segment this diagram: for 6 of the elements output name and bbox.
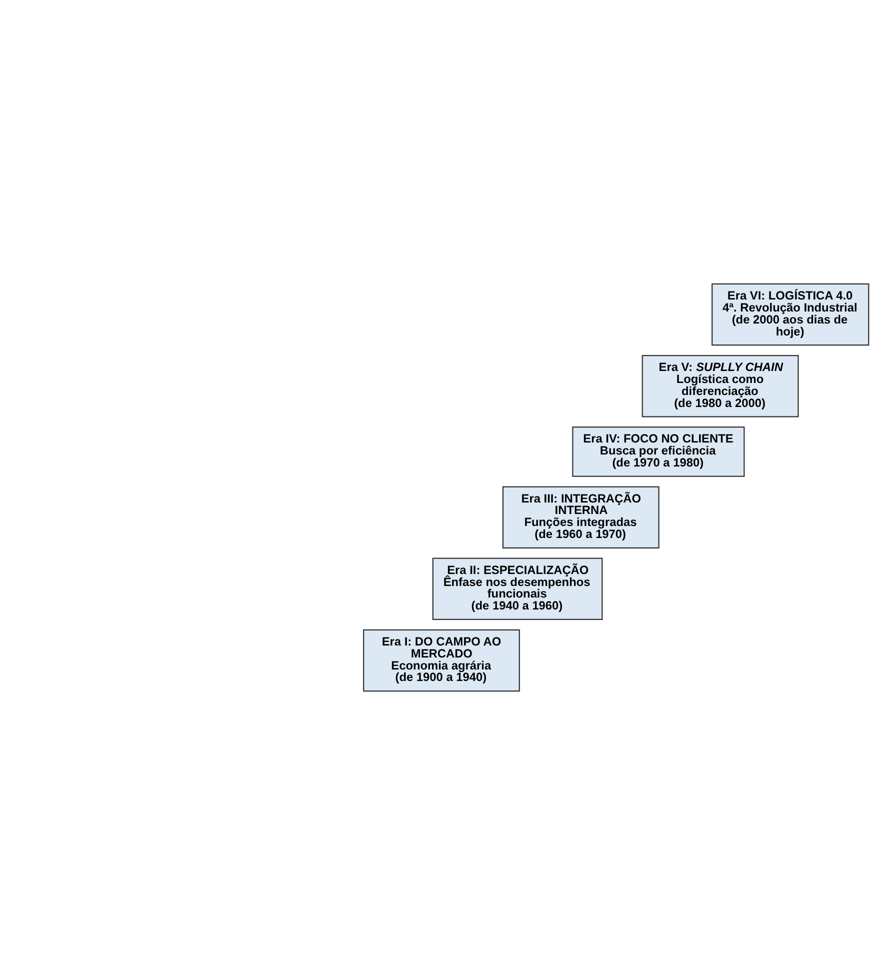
node-box: Era II: ESPECIALIZAÇÃO Ênfase nos desempenhos funcionais (de 1940 a 1960) [432,557,603,620]
node-box: Era VI: LOGÍSTICA 4.0 4ª. Revolução Industrial (de 2000 aos dias de hoje) [712,282,870,346]
node-box: Era V: SUPLLY CHAIN Logística como diferenciação (de 1980 a 2000) [642,354,799,417]
node-box: Era I: DO CAMPO AO MERCADO Economia agrária (de 1900 a 1940) [363,628,520,692]
node-box: Era III: INTEGRAÇÃO INTERNA Funções integradas (de 1960 a 1970) [502,486,660,548]
node-box: Era IV: FOCO NO CLIENTE Busca por eficiência (de 1970 a 1980) [572,426,745,476]
